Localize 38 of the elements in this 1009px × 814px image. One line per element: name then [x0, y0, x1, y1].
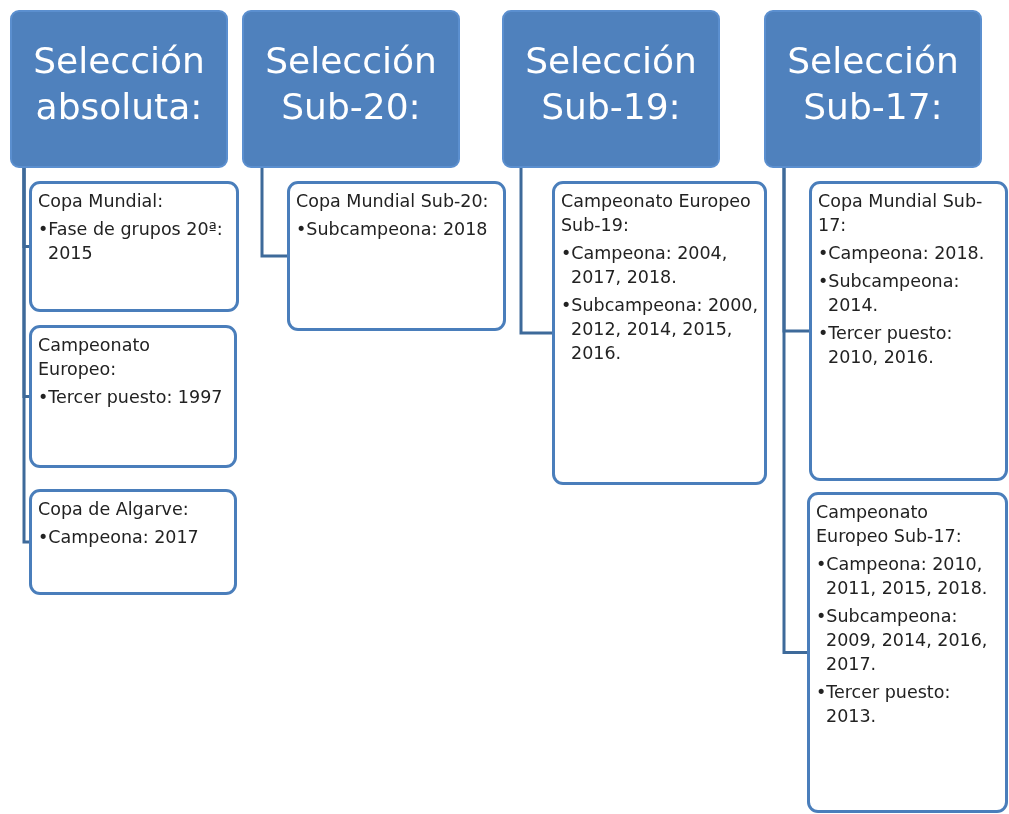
- bullet-text: •Subcampeona: 2018: [296, 218, 489, 241]
- heading-text: Copa Mundial Sub-20:: [296, 190, 490, 213]
- heading-text: Copa Mundial Sub-17:: [818, 190, 984, 237]
- heading-text: Copa Mundial:: [38, 190, 165, 213]
- connector-line: [782, 168, 807, 654]
- header-text: Selección absoluta:: [32, 39, 206, 129]
- bullet-text: •Campeona: 2017: [38, 526, 200, 549]
- connector-line: [22, 168, 29, 544]
- heading-text: Copa de Algarve:: [38, 498, 190, 521]
- header-text: Selección Sub-19:: [524, 39, 698, 129]
- header-text: Selección Sub-17:: [786, 39, 960, 129]
- bullet-text: •Fase de grupos 20ª: 2015: [38, 218, 224, 265]
- list-box: [809, 181, 1008, 481]
- bullet-text: •Subcampeona: 2014.: [818, 270, 961, 317]
- header-box: [502, 10, 720, 168]
- header-box: [242, 10, 460, 168]
- heading-text: Campeonato Europeo Sub-19:: [561, 190, 752, 237]
- list-box: [29, 181, 239, 312]
- bullet-text: •Tercer puesto: 2013.: [816, 681, 952, 728]
- bullet-text: •Campeona: 2010, 2011, 2015, 2018.: [816, 553, 989, 600]
- list-box: [807, 492, 1008, 813]
- heading-text: Campeonato Europeo Sub-17:: [816, 501, 963, 548]
- connector-line: [519, 168, 552, 335]
- bullet-text: •Tercer puesto: 1997: [38, 386, 224, 409]
- list-box: [287, 181, 506, 331]
- bullet-text: •Subcampeona: 2000, 2012, 2014, 2015, 2016.: [561, 294, 758, 365]
- list-box: [29, 325, 237, 468]
- header-box: [10, 10, 228, 168]
- connector-line: [260, 168, 287, 258]
- bullet-text: •Tercer puesto: 2010, 2016.: [818, 322, 954, 369]
- heading-text: Campeonato Europeo:: [38, 334, 151, 381]
- bullet-text: •Campeona: 2004, 2017, 2018.: [561, 242, 729, 289]
- header-text: Selección Sub-20:: [264, 39, 438, 129]
- list-box: [29, 489, 237, 595]
- bullet-text: •Subcampeona: 2009, 2014, 2016, 2017.: [816, 605, 989, 676]
- bullet-text: •Campeona: 2018.: [818, 242, 986, 265]
- header-box: [764, 10, 982, 168]
- list-box: [552, 181, 767, 485]
